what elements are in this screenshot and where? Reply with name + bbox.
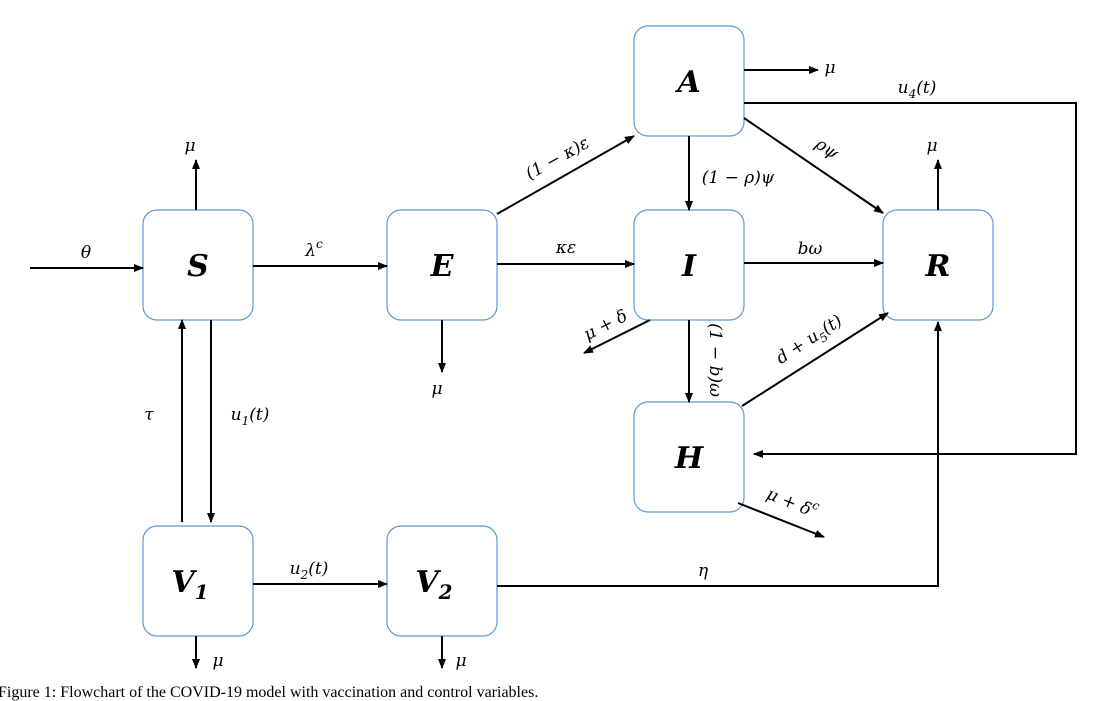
node-E: E: [386, 209, 498, 321]
node-A: A: [633, 25, 745, 137]
label-mu-A: μ: [824, 58, 835, 78]
node-I: I: [633, 209, 745, 321]
label-mu-E: μ: [431, 379, 442, 399]
node-V1-label: V1: [171, 565, 208, 604]
node-S: S: [142, 209, 254, 321]
node-A-label: A: [674, 65, 700, 100]
label-u1: u1(t): [231, 405, 270, 428]
arrow-E-A: [496, 135, 635, 215]
node-V2-label: V2: [415, 565, 452, 604]
node-H-label: H: [674, 441, 705, 476]
label-rho-psi: ρψ: [811, 133, 843, 164]
node-H: H: [633, 401, 745, 513]
label-mu-V2: μ: [455, 651, 466, 671]
node-V1: V1: [142, 525, 254, 637]
node-R: R: [882, 209, 994, 321]
figure-caption: Figure 1: Flowchart of the COVID-19 mode…: [0, 684, 538, 701]
label-b-omega: bω: [798, 239, 823, 259]
arrow-A-H: [744, 102, 1077, 458]
node-S-label: S: [187, 249, 209, 284]
label-u2: u2(t): [290, 559, 329, 582]
label-mu-plus-delta: μ + δ: [581, 306, 631, 345]
node-V2: V2: [386, 525, 498, 637]
node-I-label: I: [681, 249, 697, 284]
label-one-minus-kappa-eps: (1 − κ)ε: [522, 133, 592, 184]
label-lambda-c: λc: [304, 237, 323, 261]
label-mu-V1: μ: [212, 651, 223, 671]
node-E-label: E: [430, 249, 455, 284]
label-u4: u4(t): [898, 78, 937, 101]
death-arrow-I: [583, 319, 651, 354]
label-eta: η: [698, 561, 709, 581]
label-mu-R: μ: [926, 136, 937, 156]
arrow-V2-R: [497, 321, 942, 587]
death-arrow-H: [737, 502, 825, 538]
label-one-minus-b-omega: (1 − b)ω: [705, 323, 725, 397]
arrow-A-R: [743, 117, 884, 214]
arrow-H-R: [741, 312, 889, 407]
node-R-label: R: [925, 249, 951, 284]
label-one-minus-rho-psi: (1 − ρ)ψ: [702, 168, 775, 188]
label-kappa-eps: κε: [555, 238, 576, 258]
label-theta: θ: [81, 243, 91, 263]
label-mu-S: μ: [184, 136, 195, 156]
label-tau: τ: [144, 405, 154, 425]
